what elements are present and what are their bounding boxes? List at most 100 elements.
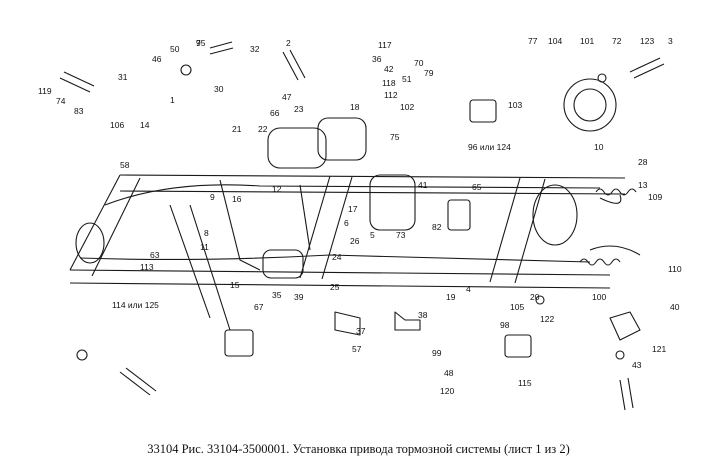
part-number-callout: 95: [196, 38, 206, 48]
valve-top: [469, 99, 497, 123]
hose-123: [629, 57, 665, 79]
part-number-callout: 123: [640, 36, 654, 46]
part-number-callout: 58: [120, 160, 130, 170]
part-number-callout: 23: [294, 104, 304, 114]
part-number-callout: 38: [418, 310, 428, 320]
washer-3: [535, 295, 545, 305]
brake-drum-front: [75, 222, 105, 264]
brake-chamber-rear: [563, 78, 617, 132]
part-number-callout: 66: [270, 108, 280, 118]
part-number-callout: 40: [670, 302, 680, 312]
washer-2: [597, 73, 607, 83]
part-number-callout: 14: [140, 120, 150, 130]
coiled-cable: [579, 188, 637, 266]
bracket-38: [334, 311, 361, 336]
part-number-callout: 26: [350, 236, 360, 246]
frame-crossmember-rear: [489, 177, 546, 284]
hose-95: [209, 41, 234, 55]
valve-front: [224, 329, 254, 357]
part-number-callout: 77: [528, 36, 538, 46]
part-number-callout: 5: [370, 230, 375, 240]
frame-crossmember-mid: [299, 175, 353, 280]
part-number-callout: 114 или 125: [112, 300, 159, 310]
part-number-callout: 105: [510, 302, 524, 312]
part-number-callout: 37: [356, 326, 366, 336]
part-number-callout: 4: [466, 284, 471, 294]
part-number-callout: 46: [152, 54, 162, 64]
part-number-callout: 36: [372, 54, 382, 64]
hose-119-top: [59, 71, 95, 93]
air-receiver-4: [262, 249, 304, 279]
part-number-callout: 102: [400, 102, 414, 112]
brake-drum-rear: [532, 184, 578, 246]
part-number-callout: 63: [150, 250, 160, 260]
part-number-callout: 35: [272, 290, 282, 300]
part-number-callout: 10: [594, 142, 604, 152]
part-number-callout: 75: [390, 132, 400, 142]
part-number-callout: 50: [170, 44, 180, 54]
air-receiver-2: [317, 117, 367, 161]
part-number-callout: 110: [668, 264, 682, 274]
bracket-16-right: [609, 311, 641, 341]
valve-center: [447, 199, 471, 231]
part-number-callout: 31: [118, 72, 128, 82]
part-number-callout: 43: [632, 360, 642, 370]
part-number-callout: 7: [196, 38, 201, 48]
part-number-callout: 39: [294, 292, 304, 302]
part-number-callout: 19: [446, 292, 456, 302]
part-number-callout: 11: [200, 242, 209, 252]
part-number-callout: 24: [332, 252, 342, 262]
part-number-callout: 13: [638, 180, 648, 190]
part-number-callout: 32: [250, 44, 260, 54]
part-number-callout: 41: [418, 180, 428, 190]
part-number-callout: 118: [382, 78, 396, 88]
part-number-callout: 57: [352, 344, 362, 354]
part-number-callout: 20: [530, 292, 540, 302]
brake-chamber-rear-inner: [573, 88, 607, 122]
brake-pipe-main: [104, 184, 601, 206]
part-number-callout: 16: [232, 194, 242, 204]
part-number-callout: 9: [210, 192, 215, 202]
bracket-57: [394, 311, 421, 331]
part-number-callout: 96 или 124: [468, 142, 511, 152]
part-number-callout: 28: [638, 157, 648, 167]
part-number-callout: 6: [344, 218, 349, 228]
part-number-callout: 47: [282, 92, 292, 102]
brake-pipe-lower: [79, 254, 591, 263]
part-number-callout: 113: [140, 262, 154, 272]
part-number-callout: 2: [286, 38, 291, 48]
part-number-callout: 121: [652, 344, 666, 354]
figure-caption: 33104 Рис. 33104-3500001. Установка прив…: [147, 442, 570, 456]
part-number-callout: 112: [384, 90, 398, 100]
washer-5: [76, 349, 88, 361]
part-number-callout: 8: [204, 228, 209, 238]
part-number-callout: 17: [348, 204, 358, 214]
air-receiver-1: [267, 127, 327, 169]
hose-113-bottom: [619, 377, 634, 411]
hose-2: [282, 49, 306, 81]
part-number-callout: 72: [612, 36, 622, 46]
part-number-callout: 74: [56, 96, 66, 106]
part-number-callout: 109: [648, 192, 662, 202]
part-number-callout: 83: [74, 106, 84, 116]
part-number-callout: 21: [232, 124, 242, 134]
part-number-callout: 106: [110, 120, 124, 130]
valve-rear: [504, 334, 532, 358]
part-number-callout: 67: [254, 302, 264, 312]
part-number-callout: 1: [170, 95, 175, 105]
frame-rail-lower: [69, 269, 611, 289]
part-number-callout: 115: [518, 378, 532, 388]
part-number-callout: 48: [444, 368, 454, 378]
part-number-callout: 65: [472, 182, 482, 192]
part-number-callout: 51: [402, 74, 412, 84]
brake-pipe-cross: [219, 179, 311, 271]
hose-119-bottom: [119, 367, 157, 396]
washer-1: [180, 64, 192, 76]
air-receiver-3: [369, 174, 416, 231]
part-number-callout: 119: [38, 86, 52, 96]
part-number-callout: 79: [424, 68, 434, 78]
part-number-callout: 82: [432, 222, 442, 232]
part-number-callout: 104: [548, 36, 562, 46]
